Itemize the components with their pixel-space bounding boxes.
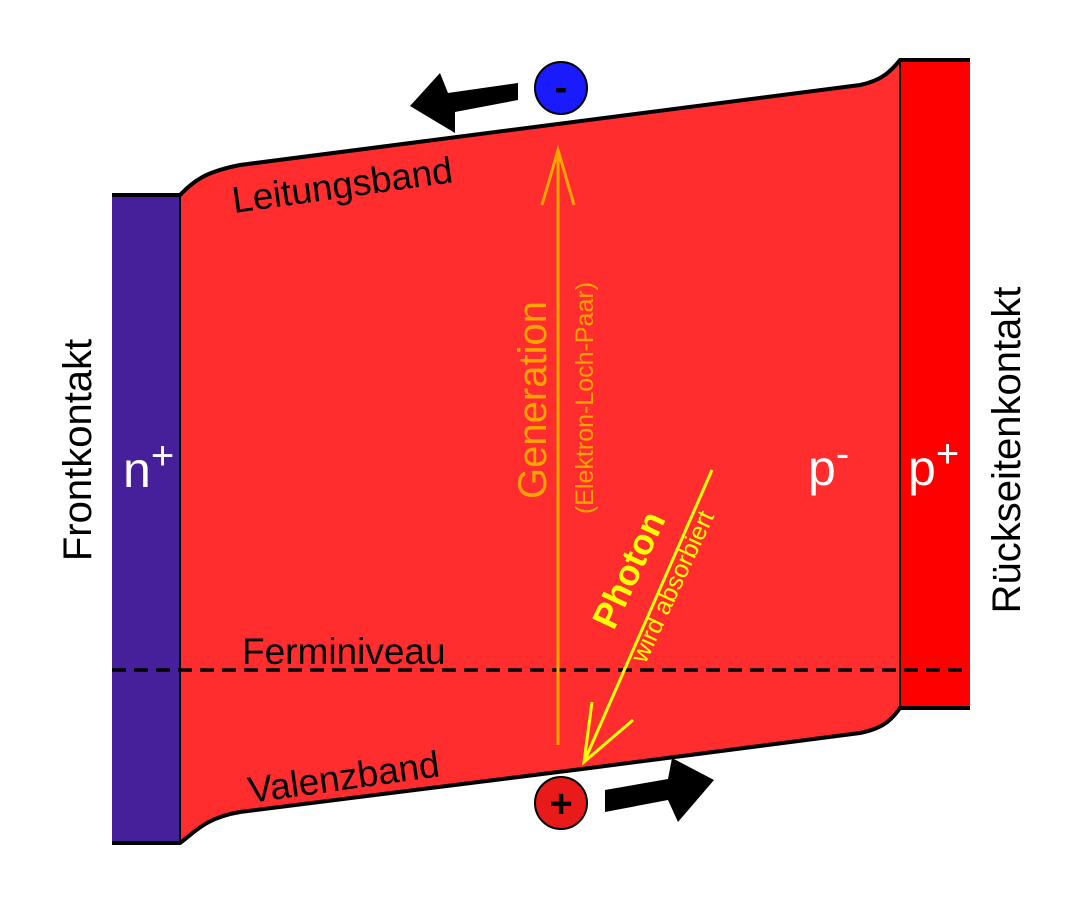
electron-symbol: -: [555, 67, 568, 109]
generation-arrow: [540, 144, 576, 745]
p-region-sup: -: [836, 432, 849, 476]
conduction-band-line: [112, 58, 970, 197]
front-contact-label: Frontkontakt: [56, 339, 100, 561]
photon-arrow: [581, 469, 714, 766]
fermi-level-label: Ferminiveau: [242, 631, 446, 672]
arrow-left-icon: [410, 73, 518, 133]
generation-label: Generation: [511, 301, 555, 499]
p-contact-sup: +: [936, 432, 959, 476]
n-region-sup: +: [151, 434, 174, 478]
n-region-base: n: [123, 442, 151, 498]
n-region-label: n+: [123, 434, 174, 498]
p-region-base: p: [808, 440, 836, 496]
generation-detail-label: (Elektron-Loch-Paar): [571, 282, 599, 514]
valence-band-line: [112, 706, 970, 845]
back-contact-label: Rückseitenkontakt: [985, 287, 1029, 614]
n-contact-region: [112, 195, 180, 843]
p-contact-region: [900, 60, 970, 708]
arrow-right-icon: [605, 758, 714, 822]
p-region-label: p-: [808, 432, 849, 496]
hole-symbol: +: [549, 782, 572, 826]
p-contact-base: p: [908, 440, 936, 496]
p-contact-label: p+: [908, 432, 959, 496]
absorber-region: [180, 60, 900, 843]
electron-circle: [534, 61, 588, 115]
hole-circle: [534, 776, 588, 830]
